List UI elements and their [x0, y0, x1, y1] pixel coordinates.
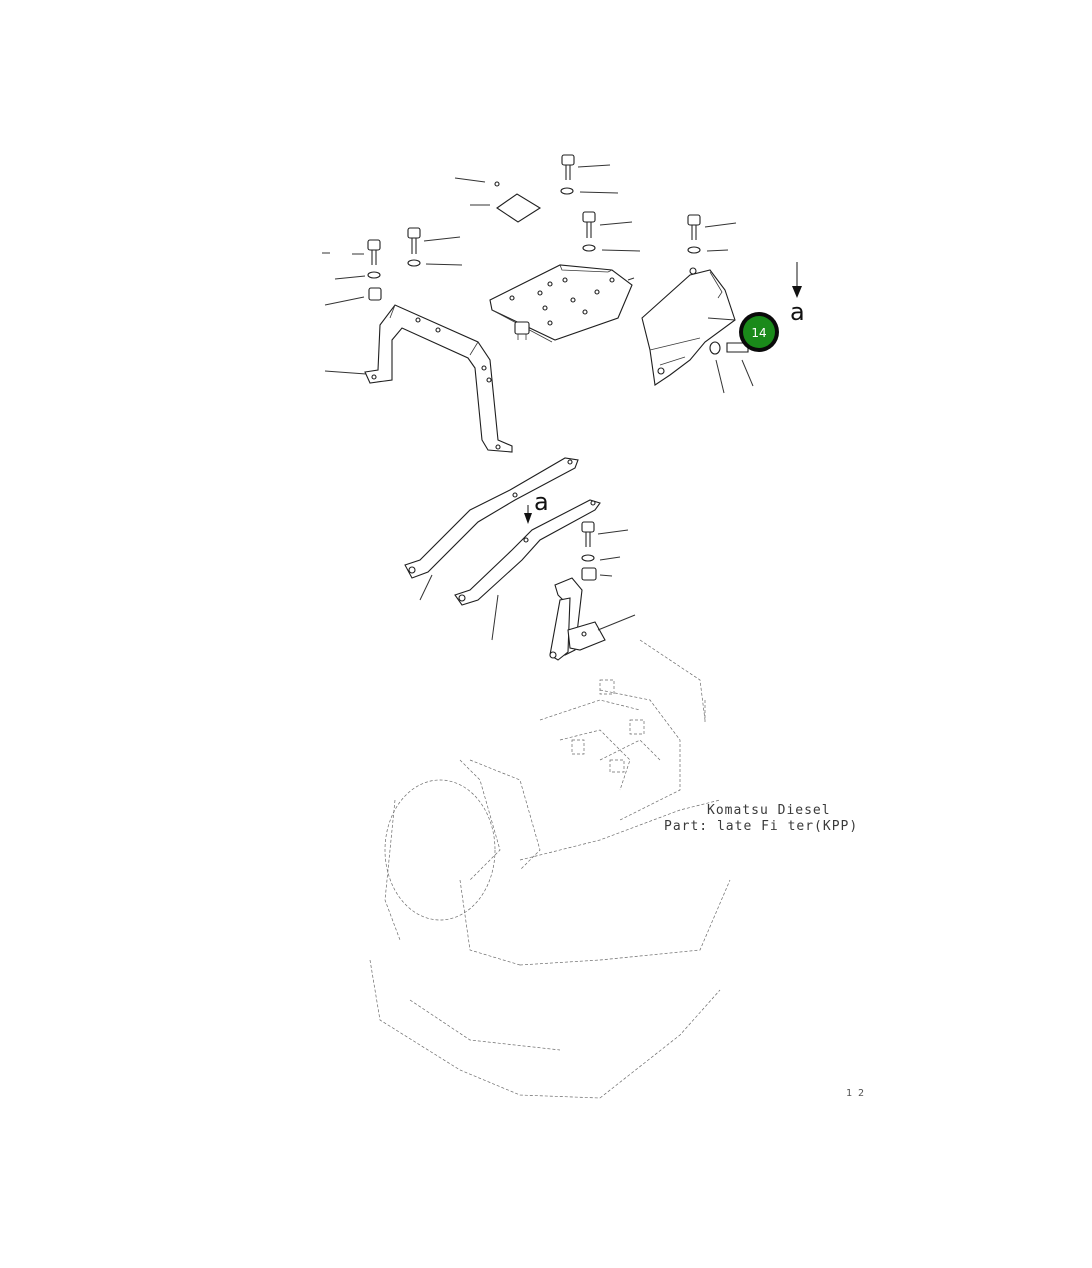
- spacer-lower: [581, 567, 613, 581]
- figure-code: 1 2: [846, 1088, 864, 1099]
- washer-lower: [581, 554, 621, 562]
- bolt-center: [582, 211, 633, 238]
- u-frame-bracket: [324, 304, 513, 453]
- spacer-left: [324, 287, 382, 306]
- small-screw-top: [454, 177, 500, 187]
- engine-outline: [369, 639, 731, 1099]
- washer-top-center: [560, 187, 619, 195]
- caption-line-2: Part: late Fi ter(KPP): [664, 819, 858, 834]
- bolt-right: [687, 214, 737, 240]
- part-callout-14[interactable]: 14: [739, 312, 779, 352]
- washer-left-1: [334, 271, 381, 280]
- bolt-lower: [581, 521, 629, 547]
- bolt-horizontal-right: [726, 342, 754, 387]
- view-marker-upper: a: [790, 298, 805, 326]
- diagram-caption: Komatsu Diesel Part: late Fi ter(KPP): [664, 803, 858, 834]
- washer-center: [582, 244, 641, 252]
- view-marker-lower: a: [534, 488, 549, 516]
- view-arrow-lower: a: [524, 488, 549, 524]
- caption-line-1: Komatsu Diesel: [707, 803, 831, 818]
- part-callout-14-fill[interactable]: [743, 316, 775, 348]
- lower-support-bracket: [549, 577, 636, 661]
- bolt-left-1: [322, 239, 381, 265]
- washer-right: [687, 246, 729, 254]
- washer-left-2: [407, 259, 463, 267]
- mounting-plate: [489, 264, 635, 343]
- long-arm-lower: [454, 499, 601, 641]
- view-arrow-upper: a: [790, 262, 805, 326]
- bolt-top-center: [561, 154, 611, 180]
- long-arm-upper: [404, 457, 579, 601]
- right-bracket: [641, 267, 736, 386]
- bolt-left-2: [407, 227, 461, 254]
- small-cover-plate: [470, 193, 542, 223]
- nut-right: [709, 341, 725, 394]
